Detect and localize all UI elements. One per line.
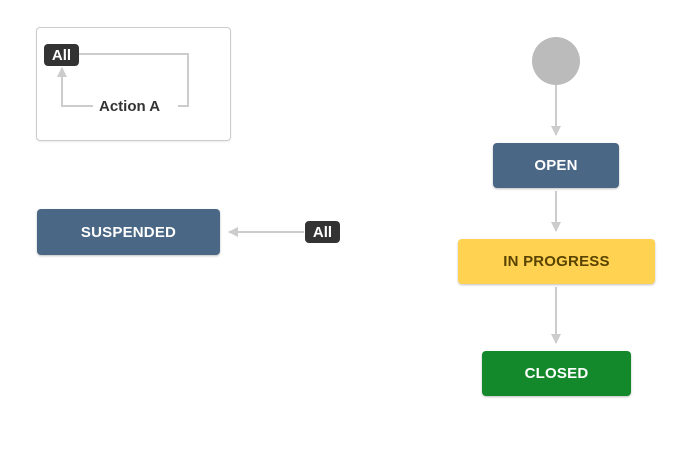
status-open[interactable]: OPEN <box>493 143 619 188</box>
suspended-transition-all-tag[interactable]: All <box>305 221 340 243</box>
global-transition-frame <box>36 27 231 141</box>
global-transition-all-tag[interactable]: All <box>44 44 79 66</box>
loop-connector-top <box>79 53 189 107</box>
transition-label-action-a[interactable]: Action A <box>95 97 165 117</box>
status-in-progress[interactable]: IN PROGRESS <box>458 239 655 284</box>
loop-connector <box>57 67 93 107</box>
status-closed[interactable]: CLOSED <box>482 351 631 396</box>
start-node[interactable] <box>532 37 580 85</box>
status-suspended[interactable]: SUSPENDED <box>37 209 220 255</box>
